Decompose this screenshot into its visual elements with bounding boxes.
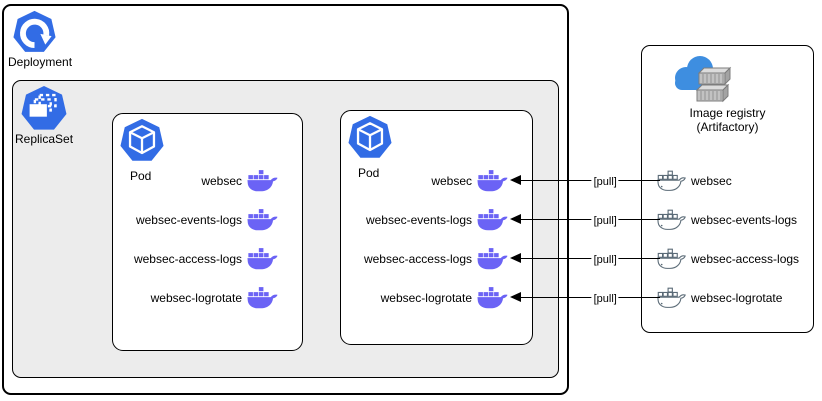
container-row: websec-logrotate: [657, 285, 782, 311]
registry-image-list: websec websec-events-logs websec-access-…: [642, 46, 813, 332]
k8s-deployment-icon: [13, 10, 56, 52]
docker-whale-outline-icon: [657, 248, 686, 269]
container-name: websec-events-logs: [691, 213, 798, 227]
docker-whale-icon: [247, 169, 278, 191]
pod-label: Pod: [130, 169, 152, 183]
pull-arrow: [pull]: [510, 175, 660, 188]
deployment-box: Deployment ReplicaSet: [2, 4, 569, 395]
docker-whale-icon: [477, 286, 508, 308]
replicaset-box: ReplicaSet Pod websec websec-events-lo: [12, 80, 559, 378]
pull-label: [pull]: [591, 254, 619, 266]
docker-whale-icon: [477, 247, 508, 269]
container-name: websec-events-logs: [365, 213, 472, 227]
registry-box: Image registry (Artifactory) websec webs…: [641, 45, 814, 333]
pod-label: Pod: [358, 166, 380, 180]
arrowhead-icon: [510, 175, 521, 185]
container-name: websec-logrotate: [380, 291, 472, 305]
docker-whale-icon: [477, 208, 508, 230]
registry-title: Image registry (Artifactory): [642, 106, 813, 134]
pull-label: [pull]: [591, 215, 619, 227]
container-row: websec-logrotate: [151, 285, 278, 311]
container-name: websec-logrotate: [691, 291, 783, 305]
container-name: websec: [431, 174, 472, 188]
container-row: websec-events-logs: [366, 207, 508, 233]
docker-whale-icon: [247, 247, 278, 269]
container-name: websec-logrotate: [150, 291, 242, 305]
pull-label: [pull]: [591, 176, 619, 188]
container-row: websec: [657, 168, 732, 194]
pod-1: Pod websec websec-events-logs websec-acc…: [112, 113, 303, 351]
containers-shape: [695, 66, 732, 103]
docker-whale-icon: [247, 208, 278, 230]
pod-1-container-list: websec websec-events-logs websec-access-…: [113, 114, 302, 350]
registry-title-line2: (Artifactory): [696, 120, 759, 135]
arrowhead-icon: [510, 253, 521, 263]
arrowhead-icon: [510, 292, 521, 302]
docker-whale-outline-icon: [657, 209, 686, 230]
container-row: websec-events-logs: [136, 207, 278, 233]
container-name: websec-events-logs: [135, 213, 242, 227]
container-row: websec: [431, 168, 508, 194]
registry-title-line1: Image registry: [689, 106, 766, 120]
docker-whale-outline-icon: [657, 170, 686, 191]
container-row: websec-access-logs: [364, 246, 508, 272]
container-name: websec-access-logs: [133, 252, 242, 266]
pull-arrow: [pull]: [510, 214, 660, 227]
docker-whale-outline-icon: [657, 287, 686, 308]
container-row: websec-access-logs: [657, 246, 799, 272]
cloud-containers-icon: [675, 56, 732, 103]
k8s-replicaset-icon: [21, 85, 67, 130]
k8s-pod-icon: [120, 118, 164, 161]
container-name: websec-access-logs: [691, 252, 800, 266]
pod-2: Pod websec websec-events-logs websec-acc…: [340, 110, 533, 345]
container-row: websec-events-logs: [657, 207, 797, 233]
container-name: websec-access-logs: [363, 252, 472, 266]
replicaset-label: ReplicaSet: [15, 132, 74, 146]
container-row: websec: [201, 168, 278, 194]
docker-whale-icon: [247, 286, 278, 308]
container-name: websec: [691, 174, 732, 188]
arrowhead-icon: [510, 214, 521, 224]
pull-label: [pull]: [591, 293, 619, 305]
deployment-label: Deployment: [8, 55, 73, 69]
container-name: websec: [201, 174, 242, 188]
docker-whale-icon: [477, 169, 508, 191]
k8s-pod-icon: [348, 115, 392, 158]
pod-2-container-list: websec websec-events-logs websec-access-…: [341, 111, 532, 344]
container-row: websec-logrotate: [381, 285, 508, 311]
pull-arrow: [pull]: [510, 253, 660, 266]
pull-arrow: [pull]: [510, 292, 660, 305]
container-row: websec-access-logs: [134, 246, 278, 272]
